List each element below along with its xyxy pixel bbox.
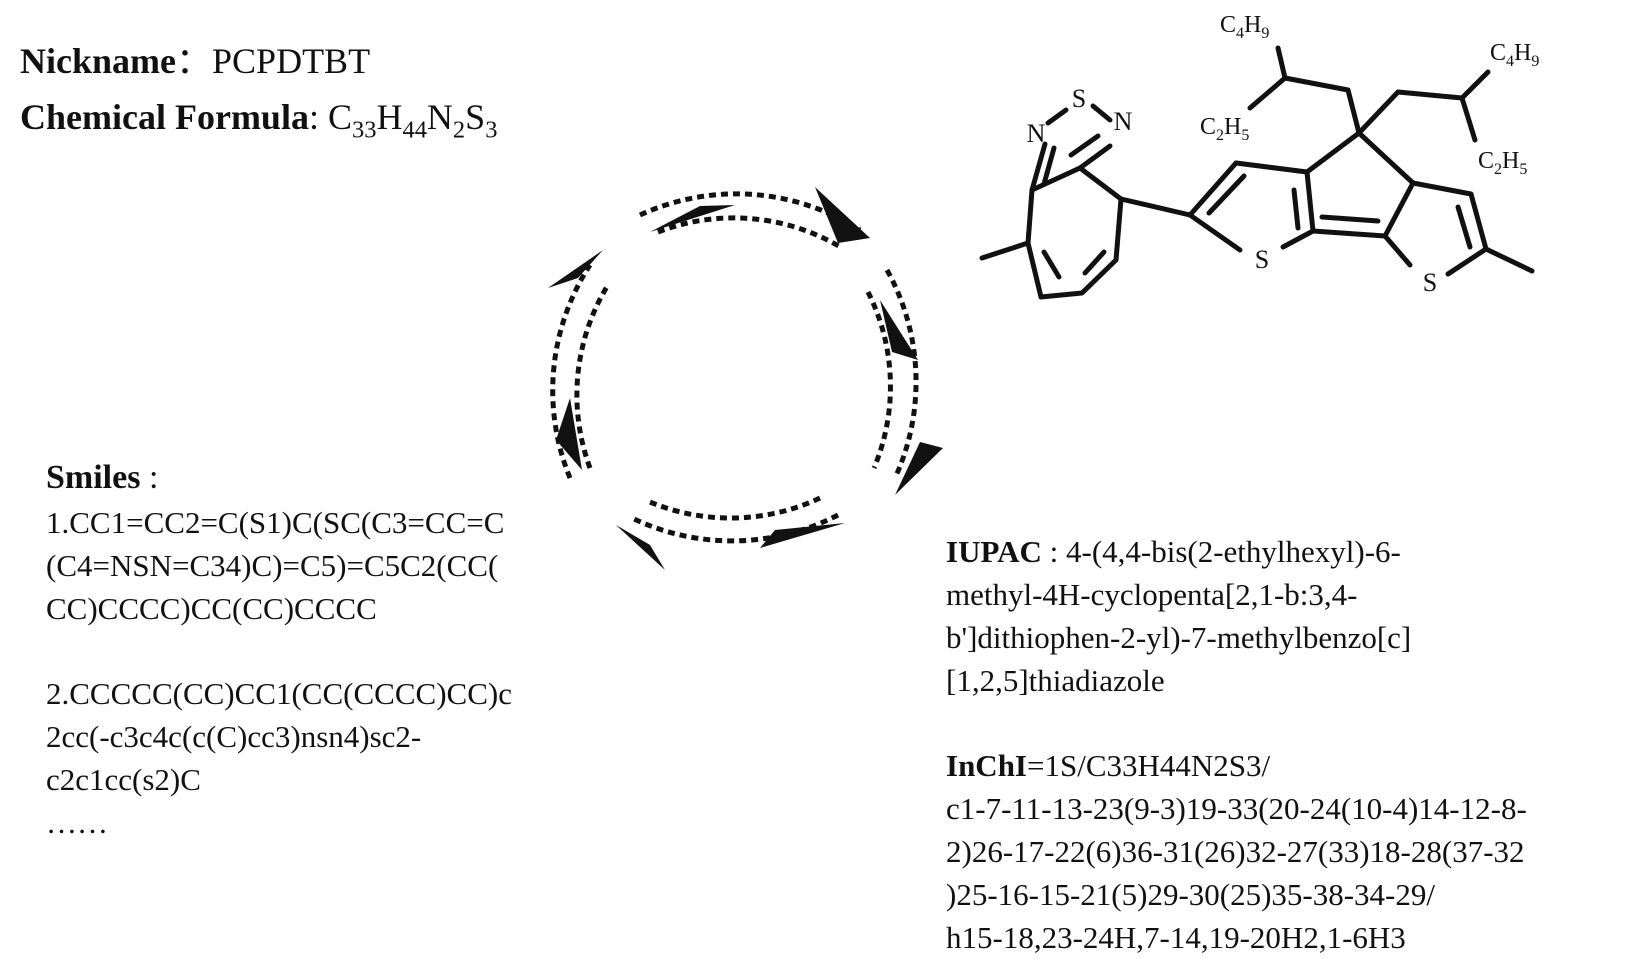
formula-line: Chemical Formula: C33H44N2S3 bbox=[20, 96, 497, 142]
formula-separator: : bbox=[308, 97, 328, 137]
formula-count: 2 bbox=[452, 116, 466, 144]
nickname-line: Nickname：PCPDTBT bbox=[20, 40, 370, 83]
iupac-line: methyl-4H-cyclopenta[2,1-b:3,4- bbox=[946, 577, 1358, 612]
arrowhead-icon bbox=[760, 523, 845, 548]
substituent-c2h5: C2H5 bbox=[1200, 114, 1249, 144]
inchi-text: =1S/C33H44N2S3/ bbox=[1027, 748, 1271, 783]
inchi-line: )25-16-15-21(5)29-30(25)35-38-34-29/ bbox=[946, 877, 1435, 912]
formula-count: 44 bbox=[402, 116, 427, 144]
arrowhead-icon bbox=[880, 300, 918, 360]
inchi-line: c1-7-11-13-23(9-3)19-33(20-24(10-4)14-12… bbox=[946, 791, 1527, 826]
atom-label-s: S bbox=[1255, 245, 1269, 274]
iupac-label: IUPAC bbox=[946, 534, 1042, 569]
smiles-separator: : bbox=[140, 459, 159, 496]
substituent-labels: C4H9 C2H5 C4H9 C2H5 bbox=[1200, 12, 1539, 178]
nickname-separator: ： bbox=[176, 41, 213, 81]
formula-label: Chemical Formula bbox=[20, 97, 309, 137]
atom-label-s: S bbox=[1072, 84, 1086, 113]
formula-count: 33 bbox=[351, 116, 377, 144]
arrowhead-icon bbox=[895, 442, 943, 495]
iupac-text: 4-(4,4-bis(2-ethylhexyl)-6- bbox=[1066, 534, 1401, 569]
arrowhead-icon bbox=[556, 398, 582, 470]
formula-element: H bbox=[376, 97, 403, 137]
iupac-line: b']dithiophen-2-yl)-7-methylbenzo[c] bbox=[946, 620, 1412, 655]
arrowhead-icon bbox=[815, 187, 870, 243]
substituent-c2h5: C2H5 bbox=[1478, 148, 1527, 178]
smiles-entry-1-line: (C4=NSN=C34)C)=C5)=C5C2(CC( bbox=[46, 548, 499, 583]
nickname-label: Nickname bbox=[20, 41, 176, 81]
formula-element: S bbox=[465, 97, 486, 137]
smiles-ellipsis: …… bbox=[46, 805, 108, 840]
iupac-line: [1,2,5]thiadiazole bbox=[946, 663, 1165, 698]
inchi-label: InChI bbox=[946, 748, 1027, 783]
smiles-entry-2-line: 2.CCCCC(CC)CC1(CC(CCCC)CC)c bbox=[46, 676, 512, 711]
smiles-heading: Smiles : bbox=[46, 455, 512, 501]
arrowhead-icon bbox=[616, 525, 665, 570]
molecule-structure bbox=[979, 45, 1535, 300]
inchi-first-line: InChI=1S/C33H44N2S3/ bbox=[946, 744, 1527, 787]
atom-label-n: N bbox=[1027, 119, 1046, 148]
substituent-c4h9: C4H9 bbox=[1490, 40, 1539, 70]
smiles-label: Smiles bbox=[46, 459, 141, 496]
iupac-first-line: IUPAC : 4-(4,4-bis(2-ethylhexyl)-6- bbox=[946, 530, 1527, 573]
iupac-separator: : bbox=[1041, 534, 1066, 569]
smiles-entry-2-line: c2c1cc(s2)C bbox=[46, 762, 201, 797]
cycle-arc-outer-bottom bbox=[630, 512, 840, 544]
cycle-arc-outer-left bbox=[550, 263, 593, 479]
cycle-arc-inner-right bbox=[865, 290, 893, 469]
formula-value: C33H44N2S3 bbox=[327, 97, 497, 142]
formula-element: N bbox=[426, 97, 453, 137]
smiles-entry-1-line: CC)CCCC)CC(CC)CCCC bbox=[46, 591, 377, 626]
atom-label-n: N bbox=[1114, 107, 1133, 136]
cycle-arc-outer-right bbox=[884, 268, 919, 480]
smiles-block: Smiles : 1.CC1=CC2=C(S1)C(SC(C3=CC=C (C4… bbox=[46, 455, 512, 844]
inchi-line: 2)26-17-22(6)36-31(26)32-27(33)18-28(37-… bbox=[946, 834, 1525, 869]
formula-count: 3 bbox=[485, 116, 498, 144]
smiles-entry-1-line: 1.CC1=CC2=C(S1)C(SC(C3=CC=C bbox=[46, 505, 505, 540]
atom-label-s: S bbox=[1423, 268, 1437, 297]
arrowhead-icon bbox=[548, 250, 603, 288]
cycle-arc-inner-left bbox=[574, 283, 611, 469]
nickname-value: PCPDTBT bbox=[212, 41, 371, 81]
identifier-block: IUPAC : 4-(4,4-bis(2-ethylhexyl)-6- meth… bbox=[946, 530, 1527, 959]
substituent-c4h9: C4H9 bbox=[1220, 12, 1269, 42]
cycle-arc-inner-top bbox=[657, 215, 844, 251]
molecule-labels: S N N S S bbox=[1027, 84, 1438, 297]
cycle-arrows bbox=[550, 191, 919, 544]
cycle-arc-inner-bottom bbox=[649, 495, 822, 521]
cycle-arc-outer-top bbox=[638, 191, 862, 233]
formula-element: C bbox=[327, 97, 352, 137]
cycle-arrowheads bbox=[548, 187, 943, 570]
arrowhead-icon bbox=[650, 205, 735, 232]
smiles-entry-2-line: 2cc(-c3c4c(c(C)cc3)nsn4)sc2- bbox=[46, 719, 422, 754]
inchi-line: h15-18,23-24H,7-14,19-20H2,1-6H3 bbox=[946, 920, 1406, 955]
